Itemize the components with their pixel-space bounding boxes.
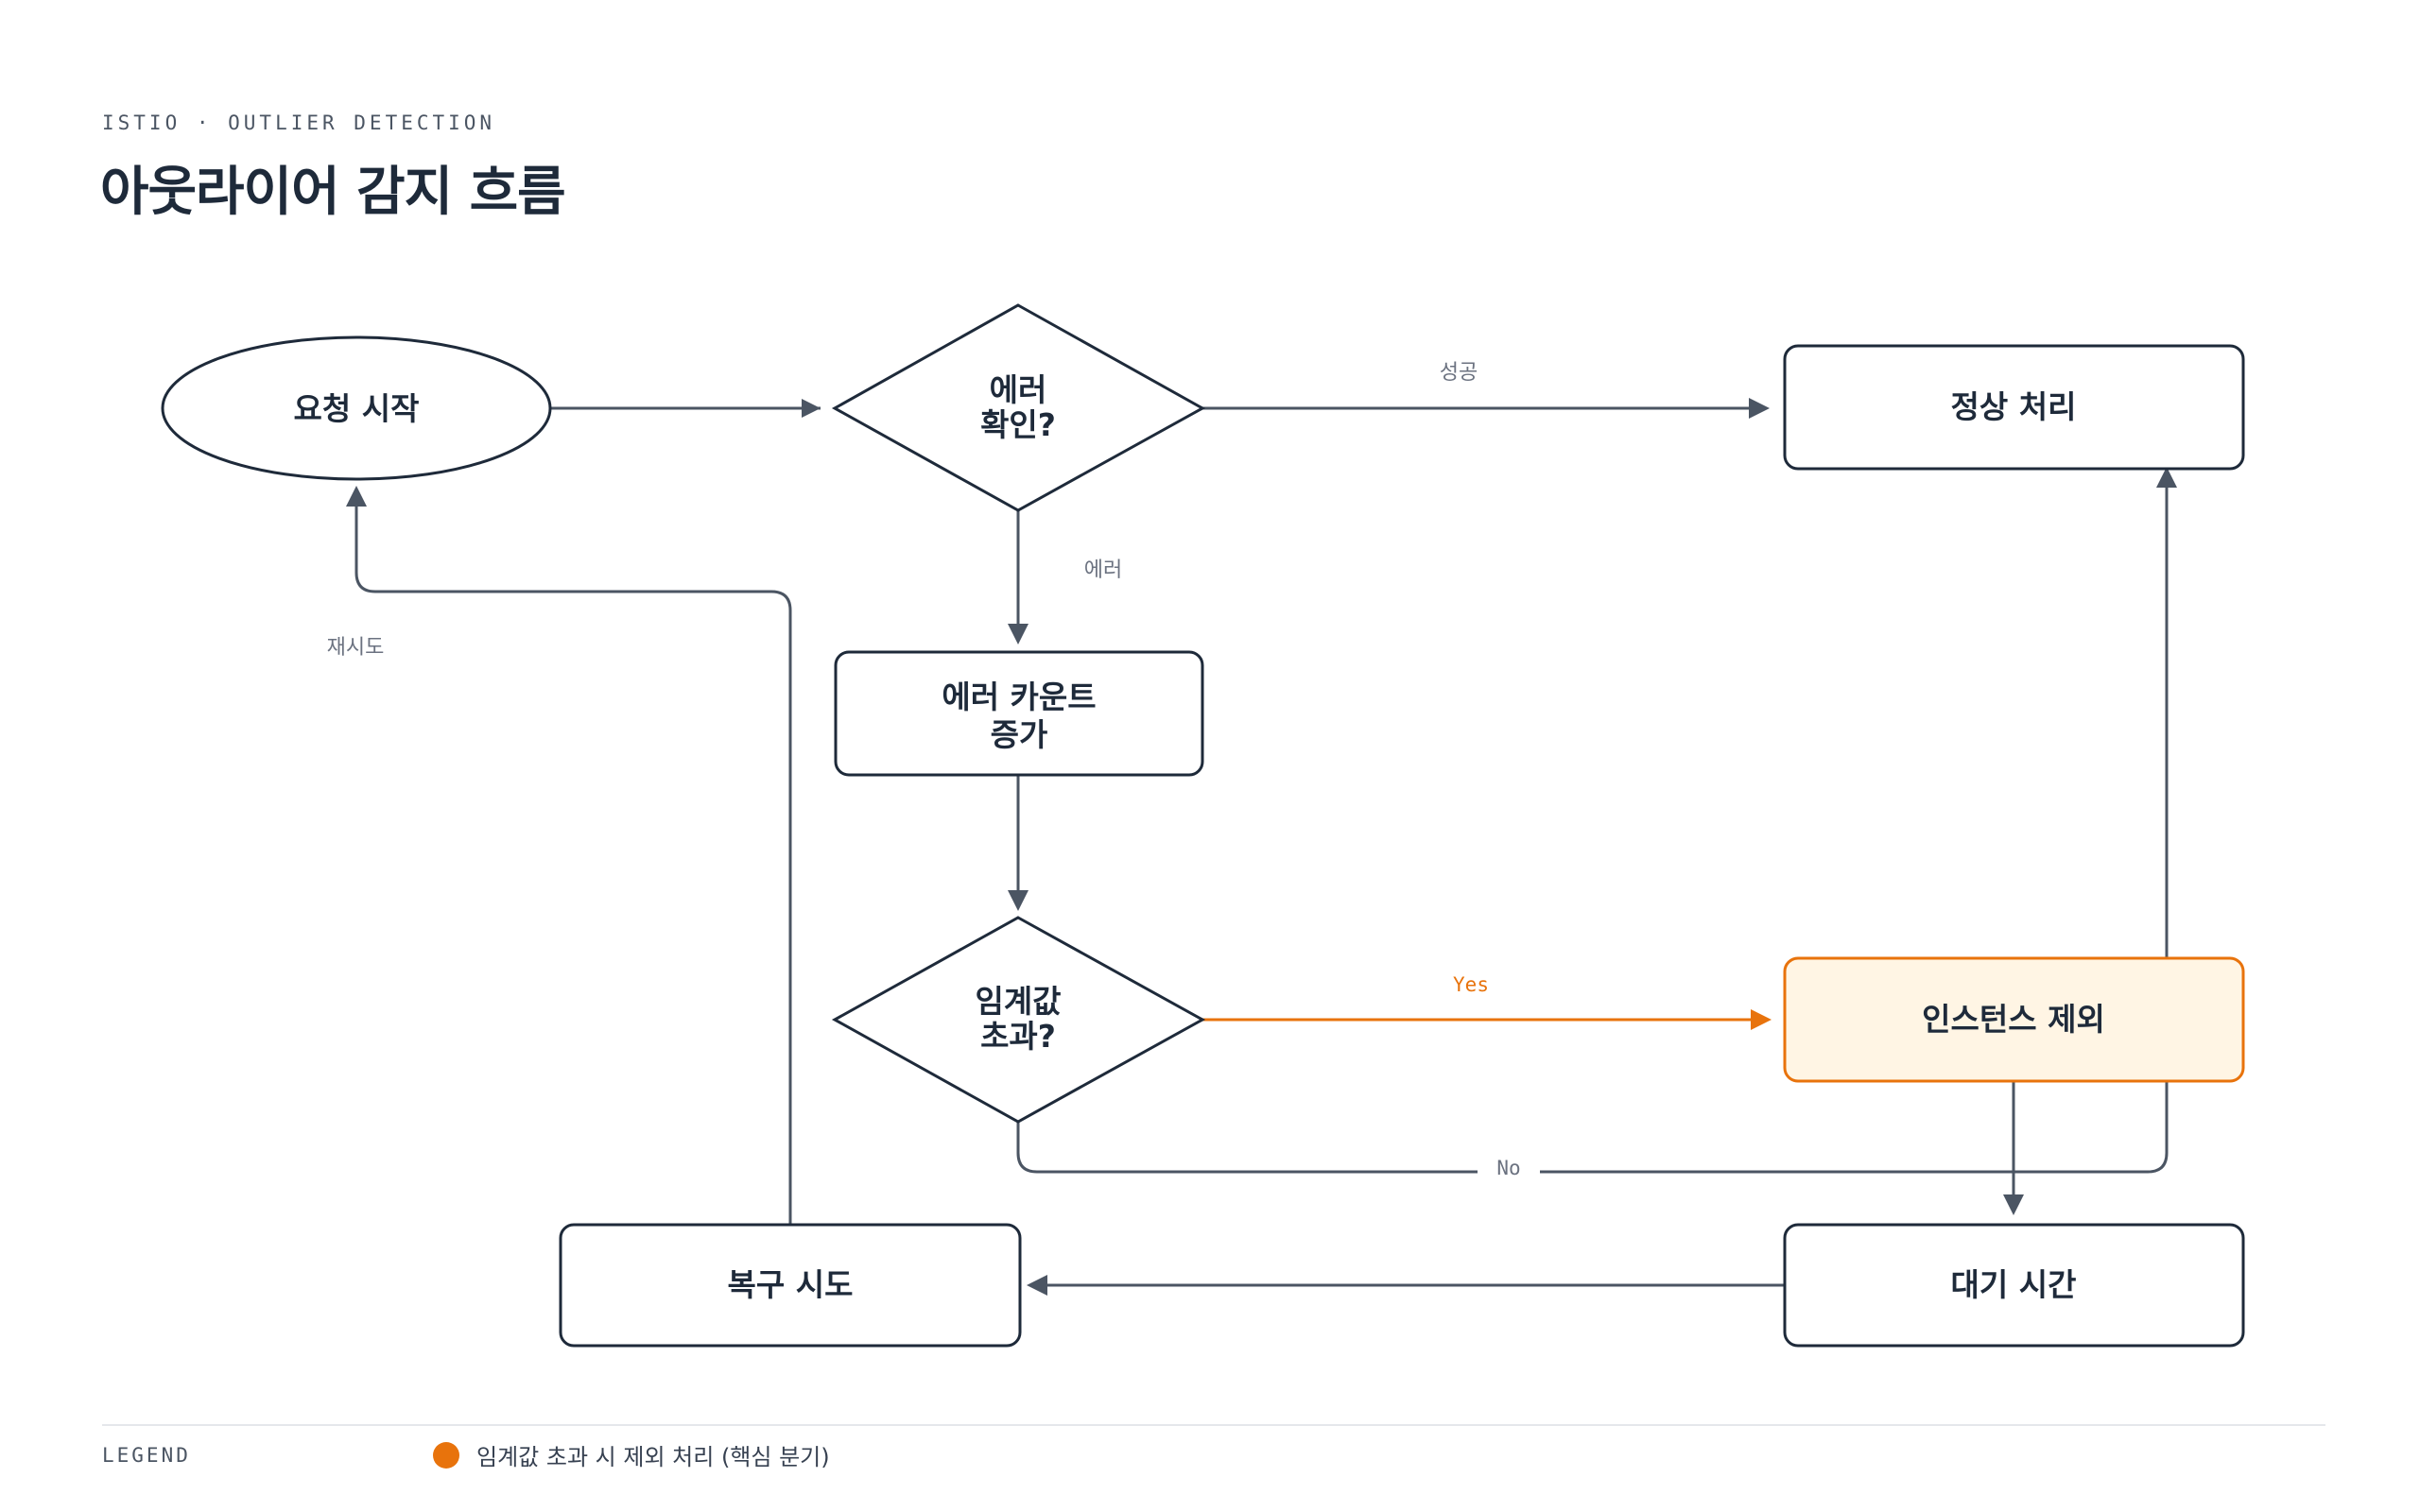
legend-divider [102,1424,2325,1426]
edge-label-success: 성공 [1440,361,1478,385]
node-error-count-label-2: 증가 [991,716,1048,753]
node-error-count: 에러 카운트 증가 [834,650,1204,777]
node-threshold: 임계값 초과? [831,916,1206,1124]
node-start-label: 요청 시작 [294,390,420,427]
edge-label-retry: 재시도 [327,636,385,660]
legend-item-label: 임계값 초과 시 제외 처리 (핵심 분기) [476,1444,830,1470]
node-recover-label: 복구 시도 [728,1266,854,1303]
node-threshold-label-1: 임계값 [975,983,1061,1020]
node-wait: 대기 시간 [1783,1223,2245,1348]
edge-recover-to-start [354,491,792,1225]
node-error-check: 에러 확인? [831,303,1206,512]
edge-label-no: No [1496,1157,1520,1179]
legend-item: 임계값 초과 시 제외 처리 (핵심 분기) [433,1438,830,1471]
legend-dot-icon [433,1441,459,1469]
node-start: 요청 시작 [161,335,552,481]
page-title: 아웃라이어 감지 흐름 [100,162,566,223]
node-success: 정상 처리 [1783,344,2245,471]
node-eject-label: 인스턴스 제외 [1922,1001,2105,1038]
node-eject: 인스턴스 제외 [1783,956,2245,1083]
edges [346,398,2177,1296]
node-wait-label: 대기 시간 [1951,1266,2077,1303]
node-threshold-label-2: 초과? [980,1018,1056,1055]
legend-title: LEGEND [102,1444,191,1467]
edge-threshold-to-success [1016,1122,1478,1174]
eyebrow-label: ISTIO · OUTLIER DETECTION [102,112,496,134]
edge-label-error: 에러 [1084,558,1122,582]
node-success-label: 정상 처리 [1951,388,2077,425]
node-error-check-label-2: 확인? [980,406,1056,443]
node-error-check-label-1: 에러 [990,371,1047,408]
node-recover: 복구 시도 [559,1223,1022,1348]
node-error-count-label-1: 에러 카운트 [942,679,1096,715]
edge-label-yes: Yes [1453,973,1489,996]
